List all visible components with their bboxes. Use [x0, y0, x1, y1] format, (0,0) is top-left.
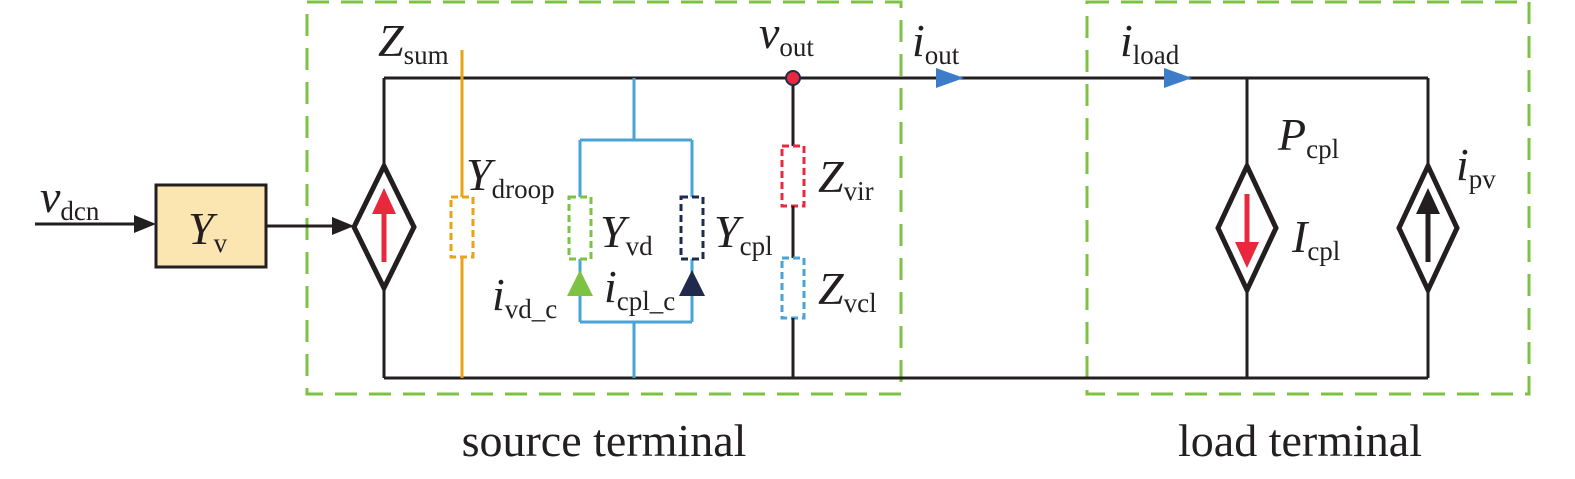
- cpl-arrow-down-icon: [1235, 242, 1259, 268]
- zvcl-box: [780, 256, 806, 320]
- load-terminal-box: [1085, 0, 1531, 396]
- yv-block: [154, 183, 268, 269]
- caption-load-terminal: load terminal: [1178, 415, 1422, 466]
- ycpl-box: [679, 195, 705, 261]
- iout-arrow-icon: [936, 68, 964, 88]
- label-z-sum: Zsum: [378, 15, 449, 70]
- iload-arrow-icon: [1164, 68, 1192, 88]
- ivd-arrow-icon: [567, 270, 593, 296]
- label-i-load: iload: [1120, 15, 1180, 70]
- label-z-vcl: Zvcl: [818, 263, 877, 318]
- source-arrow-up-icon: [372, 188, 396, 214]
- source-terminal-box: [305, 0, 903, 396]
- label-z-vir: Zvir: [818, 151, 874, 206]
- icpl-arrow-icon: [679, 270, 705, 296]
- vout-node: [785, 70, 801, 86]
- pv-arrow-up-icon: [1416, 188, 1440, 214]
- label-y-cpl: Ycpl: [714, 206, 773, 261]
- label-i-pv: ipv: [1456, 139, 1496, 194]
- label-y-droop: Ydroop: [466, 149, 555, 204]
- label-v-dcn: vdcn: [40, 171, 100, 226]
- label-i-out: iout: [912, 15, 960, 70]
- zvir-box: [780, 144, 806, 208]
- label-i-cpl-c: icpl_c: [604, 261, 675, 316]
- label-p-cpl: Pcpl: [1277, 109, 1339, 164]
- input-arrow-icon: [134, 215, 156, 233]
- label-y-vd: Yvd: [600, 206, 653, 261]
- yv-output-arrow-icon: [332, 217, 354, 235]
- label-y-v: Yv: [188, 203, 228, 258]
- label-v-out: vout: [759, 7, 814, 62]
- ydroop-box: [449, 195, 475, 259]
- label-i-cpl: Icpl: [1291, 211, 1340, 266]
- label-i-vd-c: ivd_c: [492, 269, 557, 324]
- caption-source-terminal: source terminal: [462, 415, 747, 466]
- yvd-box: [567, 195, 593, 261]
